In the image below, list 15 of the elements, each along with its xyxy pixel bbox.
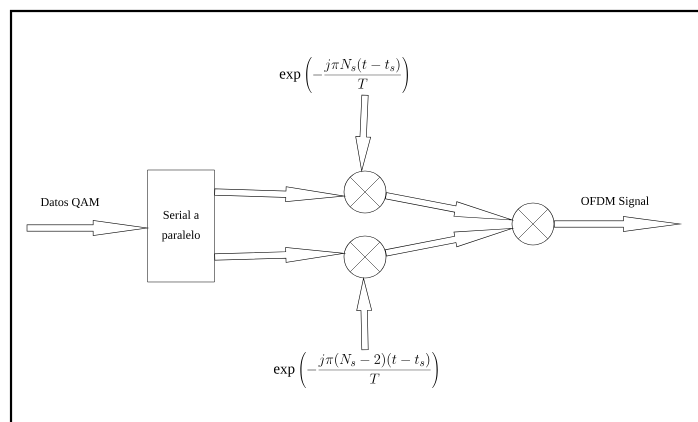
edge-label: Datos QAM bbox=[40, 198, 100, 208]
block-arrow bbox=[214, 186, 346, 202]
process-box: Serial a paralelo bbox=[147, 170, 215, 282]
block-arrow bbox=[554, 216, 682, 232]
block-arrow bbox=[355, 94, 372, 172]
multiplier-circle bbox=[344, 170, 386, 214]
block-arrow bbox=[356, 276, 372, 350]
edge-label: OFDM Signal bbox=[581, 196, 649, 208]
formula: $\exp\left(-\frac{j\pi N_s(t-t_s)}{T}\right)$ bbox=[280, 57, 408, 93]
block-arrow bbox=[26, 220, 150, 236]
block-arrow bbox=[385, 192, 514, 220]
block-arrow bbox=[214, 247, 346, 263]
multiplier-circle bbox=[512, 202, 554, 246]
multiplier-circle bbox=[344, 236, 386, 278]
formula: $\exp\left(-\frac{j\pi (N_s-2)(t-t_s)}{T}\right)$ bbox=[274, 352, 438, 388]
